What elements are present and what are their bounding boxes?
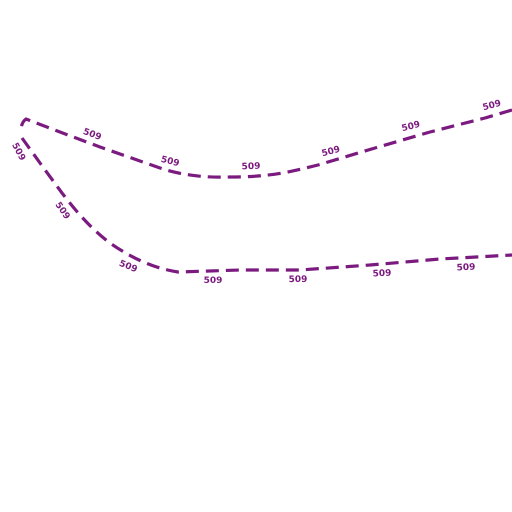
route-label: 509 xyxy=(456,263,475,274)
route-label: 509 xyxy=(9,141,27,162)
route-label: 509 xyxy=(241,162,260,173)
upper-route[interactable] xyxy=(19,108,512,179)
route-label: 509 xyxy=(289,275,308,285)
route-label: 509 xyxy=(482,99,503,114)
route-label: 509 xyxy=(372,269,391,280)
lower-route[interactable] xyxy=(20,137,512,274)
route-label: 509 xyxy=(321,145,342,160)
route-label: 509 xyxy=(160,155,181,169)
route-label: 509 xyxy=(204,276,223,286)
lower-route-line xyxy=(20,137,512,274)
route-label: 509 xyxy=(401,120,422,134)
upper-route-line xyxy=(19,108,512,179)
route-label: 509 xyxy=(117,259,138,275)
